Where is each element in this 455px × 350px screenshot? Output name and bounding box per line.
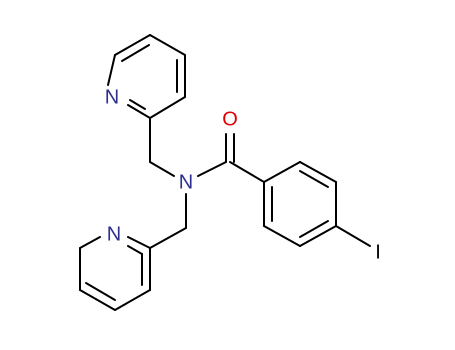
bond-n-carbonyl [197,161,227,177]
benzene-ring [263,161,337,247]
atom-n-pyridine-top: N [105,86,119,108]
atom-iodine: I [375,241,381,263]
pyridine-ring-bottom [79,236,151,311]
bond-carbonyl-ring [229,161,265,183]
atom-o-carbonyl: O [222,108,238,130]
pyridine-ring-top [107,34,186,119]
bond-ch2-bottom-2 [149,227,187,249]
bond-c-iodine [335,225,371,247]
atom-n-pyridine-bottom: N [107,223,121,245]
bond-ch2-top-2 [149,161,175,177]
atom-n-amide: N [179,171,193,193]
